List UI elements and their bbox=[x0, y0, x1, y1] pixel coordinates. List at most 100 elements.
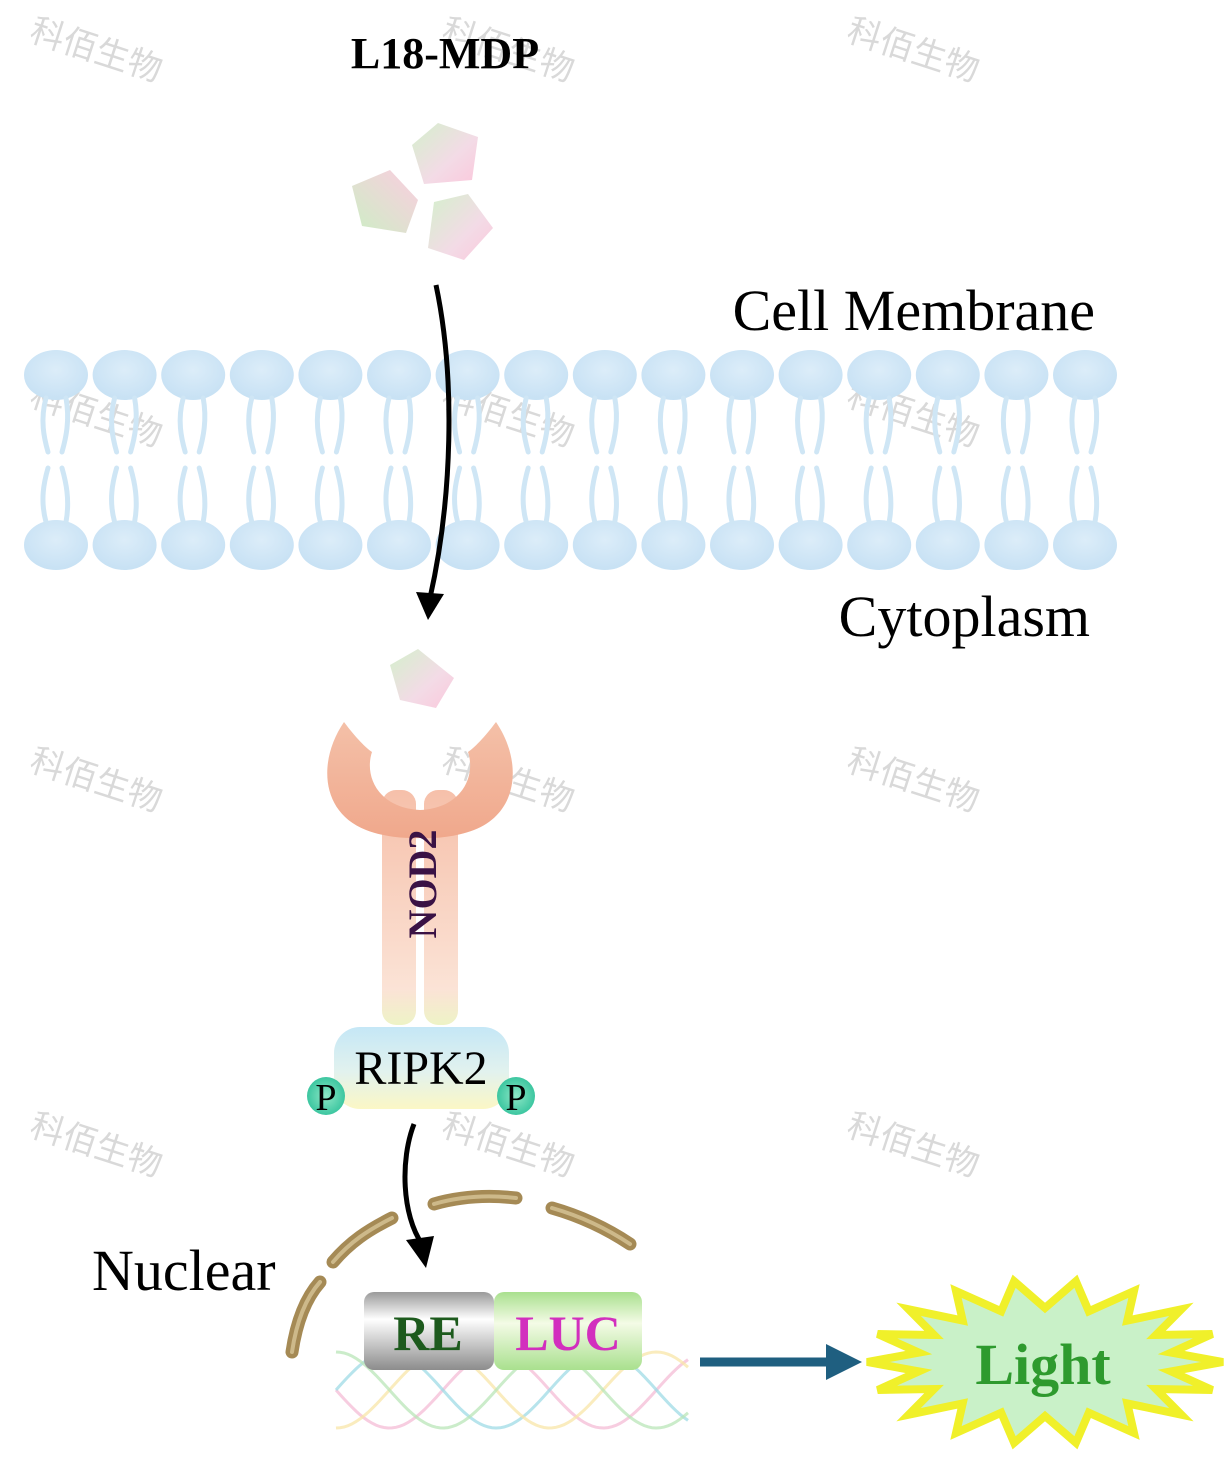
lipid-head-inner bbox=[435, 520, 500, 570]
lipid-tail bbox=[608, 465, 619, 525]
nod2-binding-domain bbox=[327, 722, 513, 839]
lipid-tail bbox=[863, 465, 874, 525]
lipid-head-inner bbox=[24, 520, 88, 570]
lipid-tail bbox=[452, 395, 463, 455]
lipid-tail bbox=[40, 395, 51, 455]
lipid-tail bbox=[951, 395, 962, 455]
lipid-tail bbox=[882, 395, 894, 455]
lipid-tail bbox=[520, 395, 531, 455]
lipid-head-inner bbox=[367, 520, 431, 570]
ligand-pentagon bbox=[412, 123, 478, 184]
lipid-tail bbox=[246, 465, 257, 525]
nuclear-label: Nuclear bbox=[92, 1238, 276, 1303]
lipid-tail bbox=[676, 395, 688, 455]
lipid-head-inner bbox=[641, 520, 706, 570]
lipid-head-inner bbox=[504, 520, 569, 570]
lipid-head-outer bbox=[710, 350, 774, 400]
lipid-tail bbox=[1000, 465, 1011, 525]
reporter-construct: RE LUC bbox=[364, 1292, 642, 1370]
lipid-head-outer bbox=[1053, 350, 1117, 400]
nod2-stalk-left bbox=[382, 790, 416, 1025]
lipid-head-inner bbox=[1053, 520, 1117, 570]
lipid-tail bbox=[676, 465, 688, 525]
ligand-molecules bbox=[352, 123, 493, 260]
lipid-tail bbox=[109, 465, 120, 525]
response-element-label: RE bbox=[393, 1305, 462, 1361]
lipid-tail bbox=[402, 465, 414, 525]
lipid-tail bbox=[40, 465, 51, 525]
lipid-tail bbox=[1088, 465, 1100, 525]
lipid-tail bbox=[1088, 395, 1100, 455]
lipid-tail bbox=[726, 465, 737, 525]
lipid-tail bbox=[882, 465, 894, 525]
lipid-tail bbox=[1069, 465, 1080, 525]
lipid-tail bbox=[265, 465, 276, 525]
lipid-tail bbox=[128, 465, 139, 525]
light-burst-shape bbox=[866, 1274, 1224, 1450]
phospho-label-right: P bbox=[505, 1077, 526, 1119]
lipid-tail bbox=[196, 465, 208, 525]
lipid-tail bbox=[520, 465, 531, 525]
ligand-label: L18-MDP bbox=[351, 29, 539, 78]
cell-membrane-bilayer bbox=[24, 350, 1117, 570]
lipid-head-outer bbox=[161, 350, 226, 400]
lipid-head-outer bbox=[435, 350, 500, 400]
lipid-tail bbox=[657, 465, 668, 525]
luciferase-label: LUC bbox=[515, 1305, 621, 1361]
ripk2-kinase: RIPK2 P P bbox=[307, 1027, 535, 1119]
watermark-text: 科佰生物 bbox=[842, 11, 984, 91]
lipid-tail bbox=[1019, 465, 1031, 525]
lipid-tail bbox=[59, 465, 71, 525]
lipid-tail bbox=[932, 395, 943, 455]
lipid-head-outer bbox=[915, 350, 980, 400]
lipid-tail bbox=[1069, 395, 1080, 455]
lipid-tail bbox=[452, 465, 463, 525]
ligand-pentagon bbox=[428, 194, 493, 260]
lipid-head-inner bbox=[778, 520, 843, 570]
lipid-head-outer bbox=[504, 350, 569, 400]
lipid-tail bbox=[539, 395, 551, 455]
lipid-tail bbox=[333, 465, 345, 525]
lipid-head-outer bbox=[641, 350, 706, 400]
lipid-tail bbox=[265, 395, 276, 455]
lipid-tail bbox=[589, 465, 600, 525]
lipid-tail bbox=[1000, 395, 1011, 455]
lipid-tail bbox=[932, 465, 943, 525]
watermark-text: 科佰生物 bbox=[25, 11, 167, 91]
lipid-tail bbox=[951, 465, 962, 525]
watermark-text: 科佰生物 bbox=[842, 741, 984, 821]
lipid-head-outer bbox=[778, 350, 843, 400]
lipid-tail bbox=[246, 395, 257, 455]
lipid-tail bbox=[745, 465, 757, 525]
lipid-tail bbox=[333, 395, 345, 455]
lipid-tail bbox=[795, 395, 806, 455]
ligand-pentagon bbox=[352, 170, 418, 233]
phospho-label-left: P bbox=[315, 1077, 336, 1119]
lipid-tail bbox=[795, 465, 806, 525]
lipid-head-inner bbox=[229, 520, 294, 570]
watermark-text: 科佰生物 bbox=[25, 1106, 167, 1186]
light-label: Light bbox=[975, 1332, 1111, 1397]
lipid-tail bbox=[471, 465, 482, 525]
dna-strand bbox=[335, 1350, 689, 1430]
lipid-tail bbox=[402, 395, 414, 455]
lipid-tail bbox=[59, 395, 71, 455]
lipid-tail bbox=[814, 465, 825, 525]
lipid-head-inner bbox=[572, 520, 637, 570]
lipid-tail bbox=[608, 395, 619, 455]
lipid-head-outer bbox=[367, 350, 431, 400]
lipid-head-outer bbox=[298, 350, 363, 400]
lipid-head-outer bbox=[572, 350, 637, 400]
nod2-stalk-right bbox=[424, 790, 458, 1025]
lipid-tail bbox=[196, 395, 208, 455]
lipid-tail bbox=[814, 395, 825, 455]
nod2-receptor: NOD2 bbox=[327, 722, 513, 1025]
lipid-head-inner bbox=[92, 520, 157, 570]
watermark-text: 科佰生物 bbox=[25, 741, 167, 821]
lipid-head-outer bbox=[847, 350, 912, 400]
phospho-badge-left bbox=[307, 1077, 345, 1115]
lipid-head-outer bbox=[92, 350, 157, 400]
nuclear-envelope-highlight bbox=[290, 1194, 632, 1354]
lipid-tail bbox=[177, 395, 188, 455]
nod2-label: NOD2 bbox=[400, 830, 445, 939]
